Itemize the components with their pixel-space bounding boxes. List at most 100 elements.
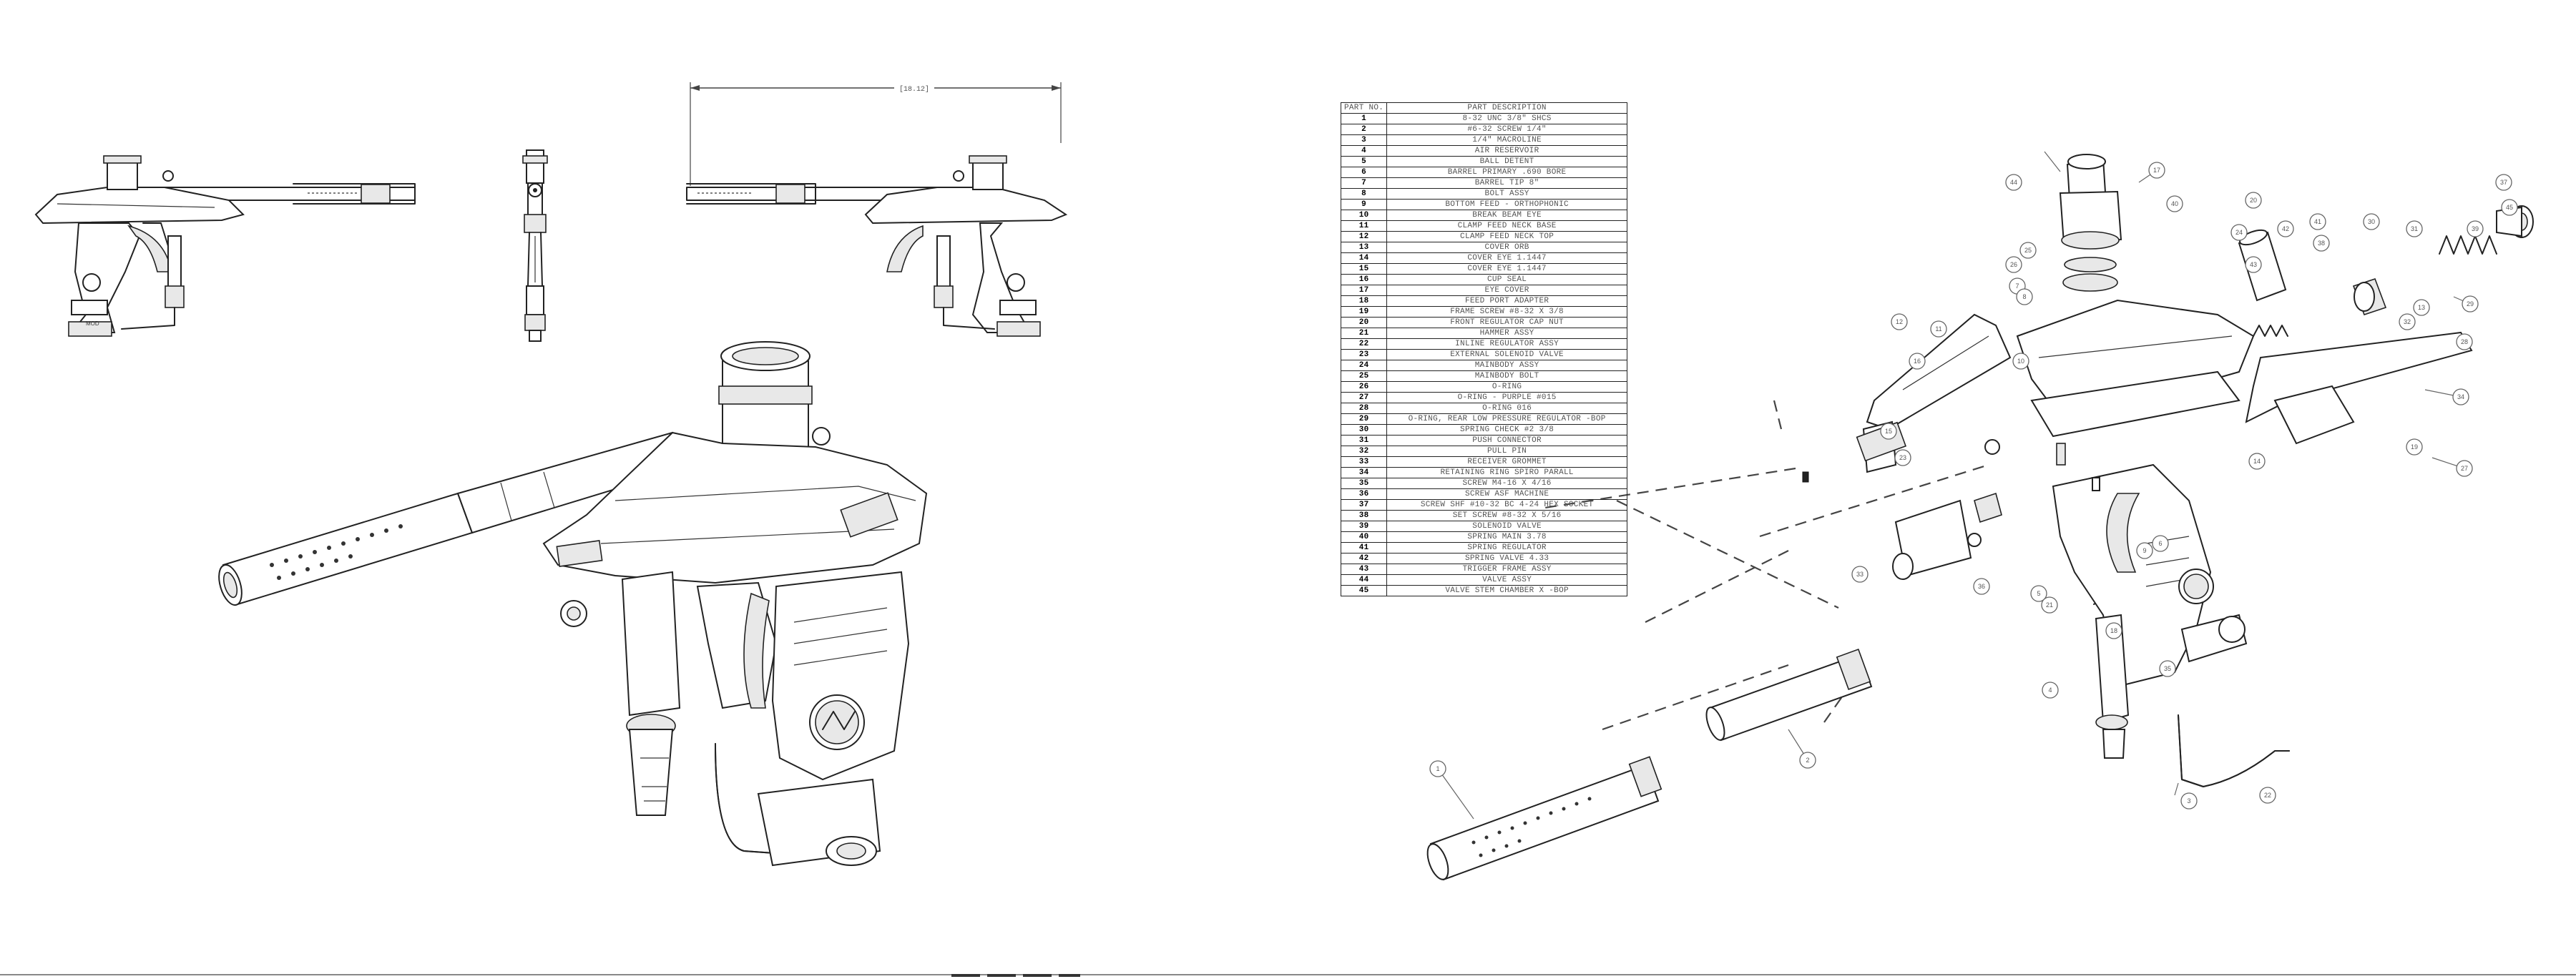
part-description: CLAMP FEED NECK BASE	[1386, 220, 1627, 232]
part-number: 17	[1340, 285, 1388, 296]
part-number: 24	[1340, 360, 1388, 371]
part-number: 22	[1340, 338, 1388, 350]
right-side-view: [18.12]	[686, 82, 1068, 337]
part-number: 26	[1340, 381, 1388, 393]
part-description: #6-32 SCREW 1/4"	[1386, 124, 1627, 135]
part-description: FEED PORT ADAPTER	[1386, 295, 1627, 307]
part-description: BOTTOM FEED - ORTHOPHONIC	[1386, 199, 1627, 210]
title-block-marks	[951, 974, 1080, 977]
part-number: 5	[1340, 156, 1388, 167]
part-description: SPRING MAIN 3.78	[1386, 531, 1627, 543]
part-description: MAINBODY ASSY	[1386, 360, 1627, 371]
part-number: 28	[1340, 403, 1388, 414]
part-description: MAINBODY BOLT	[1386, 370, 1627, 382]
part-number: 44	[1340, 574, 1388, 586]
part-number: 8	[1340, 188, 1388, 200]
part-description: VALVE ASSY	[1386, 574, 1627, 586]
part-description: PULL PIN	[1386, 446, 1627, 457]
part-description: EYE COVER	[1386, 285, 1627, 296]
part-number: 34	[1340, 467, 1388, 478]
part-description: COVER ORB	[1386, 242, 1627, 253]
part-description: O-RING 016	[1386, 403, 1627, 414]
part-number: 31	[1340, 435, 1388, 446]
part-description: BOLT ASSY	[1386, 188, 1627, 200]
part-description: O-RING	[1386, 381, 1627, 393]
part-description: BARREL TIP 8"	[1386, 177, 1627, 189]
part-description: 8-32 UNC 3/8" SHCS	[1386, 113, 1627, 124]
part-number: 35	[1340, 478, 1388, 489]
part-description: BREAK BEAM EYE	[1386, 210, 1627, 221]
part-number: 37	[1340, 499, 1388, 511]
table-row: 2#6-32 SCREW 1/4"	[1340, 124, 1627, 135]
part-description: VALVE STEM CHAMBER X -BOP	[1386, 585, 1627, 596]
part-description: BALL DETENT	[1386, 156, 1627, 167]
header-part-description: PART DESCRIPTION	[1386, 102, 1627, 114]
svg-text:MOD: MOD	[86, 320, 99, 327]
part-number: 43	[1340, 564, 1388, 575]
part-description: INLINE REGULATOR ASSY	[1386, 338, 1627, 350]
part-number: 6	[1340, 167, 1388, 178]
part-number: 11	[1340, 220, 1388, 232]
part-number: 27	[1340, 392, 1388, 403]
part-description: FRONT REGULATOR CAP NUT	[1386, 317, 1627, 328]
exploded-view	[1426, 154, 2534, 881]
part-description: RECEIVER GROMMET	[1386, 456, 1627, 468]
part-description: CUP SEAL	[1386, 274, 1627, 285]
part-number: 12	[1340, 231, 1388, 242]
part-description: RETAINING RING SPIRO PARALL	[1386, 467, 1627, 478]
part-number: 20	[1340, 317, 1388, 328]
left-side-view: MOD	[34, 155, 416, 337]
part-number: 25	[1340, 370, 1388, 382]
part-number: 39	[1340, 521, 1388, 532]
part-number: 15	[1340, 263, 1388, 275]
part-number: 4	[1340, 145, 1388, 157]
part-number: 1	[1340, 113, 1388, 124]
part-number: 38	[1340, 510, 1388, 521]
front-view	[522, 149, 548, 342]
part-description: EXTERNAL SOLENOID VALVE	[1386, 349, 1627, 360]
dimension-label: [18.12]	[899, 85, 929, 94]
header-part-no: PART NO.	[1340, 102, 1388, 114]
part-description: AIR RESERVOIR	[1386, 145, 1627, 157]
part-description: PUSH CONNECTOR	[1386, 435, 1627, 446]
part-description: O-RING, REAR LOW PRESSURE REGULATOR -BOP	[1386, 413, 1627, 425]
part-description: CLAMP FEED NECK TOP	[1386, 231, 1627, 242]
part-number: 3	[1340, 134, 1388, 146]
part-number: 30	[1340, 424, 1388, 436]
part-number: 42	[1340, 553, 1388, 564]
part-number: 45	[1340, 585, 1388, 596]
part-number: 36	[1340, 488, 1388, 500]
part-number: 21	[1340, 328, 1388, 339]
